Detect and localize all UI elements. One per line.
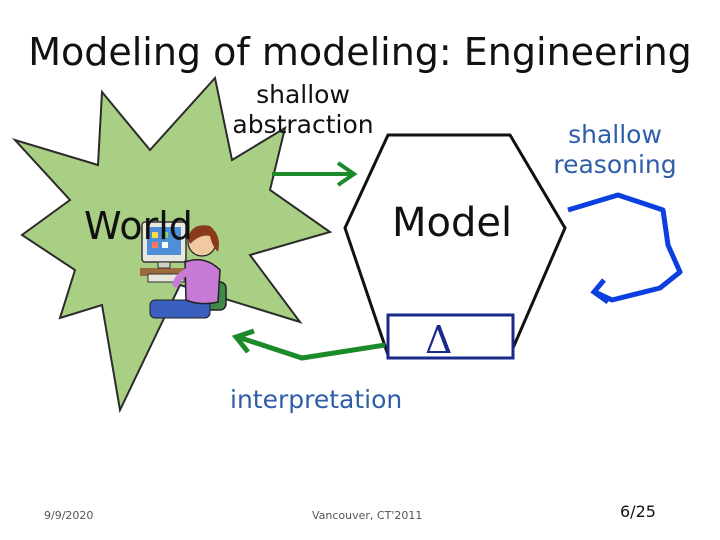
shallow-reasoning-line1: shallow <box>568 120 662 149</box>
reasoning-loop-arrow <box>567 192 683 305</box>
shallow-reasoning-line2: reasoning <box>553 150 677 179</box>
computer-user-clipart-icon <box>140 221 227 319</box>
footer-page-number: 6/25 <box>620 502 656 521</box>
delta-label: Δ <box>425 318 453 362</box>
shallow-reasoning-label: shallow reasoning <box>535 120 695 180</box>
shallow-abstraction-label: shallow abstraction <box>218 80 388 140</box>
footer-date: 9/9/2020 <box>44 509 94 522</box>
world-label: World <box>84 204 193 248</box>
model-label: Model <box>392 200 513 246</box>
interpretation-label: interpretation <box>230 385 403 414</box>
shallow-abstraction-line2: abstraction <box>232 110 374 139</box>
shallow-abstraction-line1: shallow <box>256 80 350 109</box>
delta-box <box>386 313 515 360</box>
abstraction-arrow <box>272 161 358 187</box>
footer-venue: Vancouver, CT'2011 <box>312 509 423 522</box>
slide-title: Modeling of modeling: Engineering <box>28 30 692 74</box>
interpretation-arrow <box>231 328 386 361</box>
